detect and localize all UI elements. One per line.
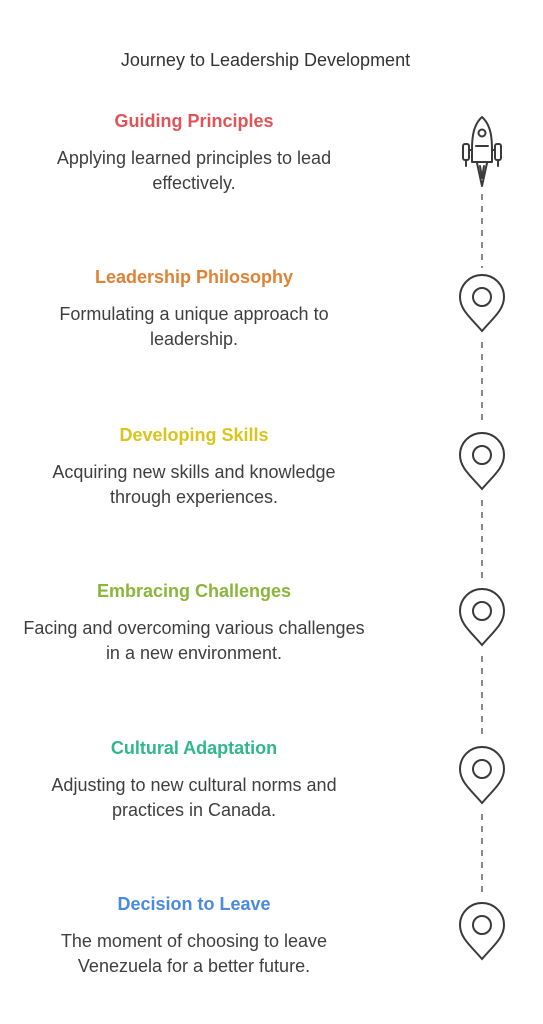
- step-decision-to-leave: Decision to Leave The moment of choosing…: [20, 893, 368, 979]
- location-pin-icon: [458, 746, 506, 805]
- location-pin-icon: [458, 588, 506, 647]
- step-description: The moment of choosing to leave Venezuel…: [60, 931, 328, 976]
- step-description: Adjusting to new cultural norms and prac…: [51, 775, 337, 820]
- location-pin-icon: [458, 274, 506, 333]
- location-pin-icon: [458, 432, 506, 491]
- diagram-title: Journey to Leadership Development: [120, 50, 411, 70]
- step-heading: Cultural Adaptation: [110, 738, 278, 758]
- step-heading: Embracing Challenges: [96, 581, 292, 601]
- step-developing-skills: Developing Skills Acquiring new skills a…: [20, 424, 368, 510]
- step-embracing-challenges: Embracing Challenges Facing and overcomi…: [20, 580, 368, 666]
- step-description: Applying learned principles to lead effe…: [56, 148, 332, 193]
- step-heading: Decision to Leave: [117, 894, 271, 914]
- step-heading: Developing Skills: [119, 425, 269, 445]
- step-heading: Leadership Philosophy: [94, 267, 294, 287]
- step-guiding-principles: Guiding Principles Applying learned prin…: [20, 110, 368, 196]
- step-description: Formulating a unique approach to leaders…: [59, 304, 329, 349]
- step-description: Acquiring new skills and knowledge throu…: [52, 462, 336, 507]
- step-cultural-adaptation: Cultural Adaptation Adjusting to new cul…: [20, 737, 368, 823]
- rocket-icon: [462, 116, 502, 187]
- step-heading: Guiding Principles: [114, 111, 274, 131]
- location-pin-icon: [458, 902, 506, 961]
- step-description: Facing and overcoming various challenges…: [23, 618, 365, 663]
- step-leadership-philosophy: Leadership Philosophy Formulating a uniq…: [20, 266, 368, 352]
